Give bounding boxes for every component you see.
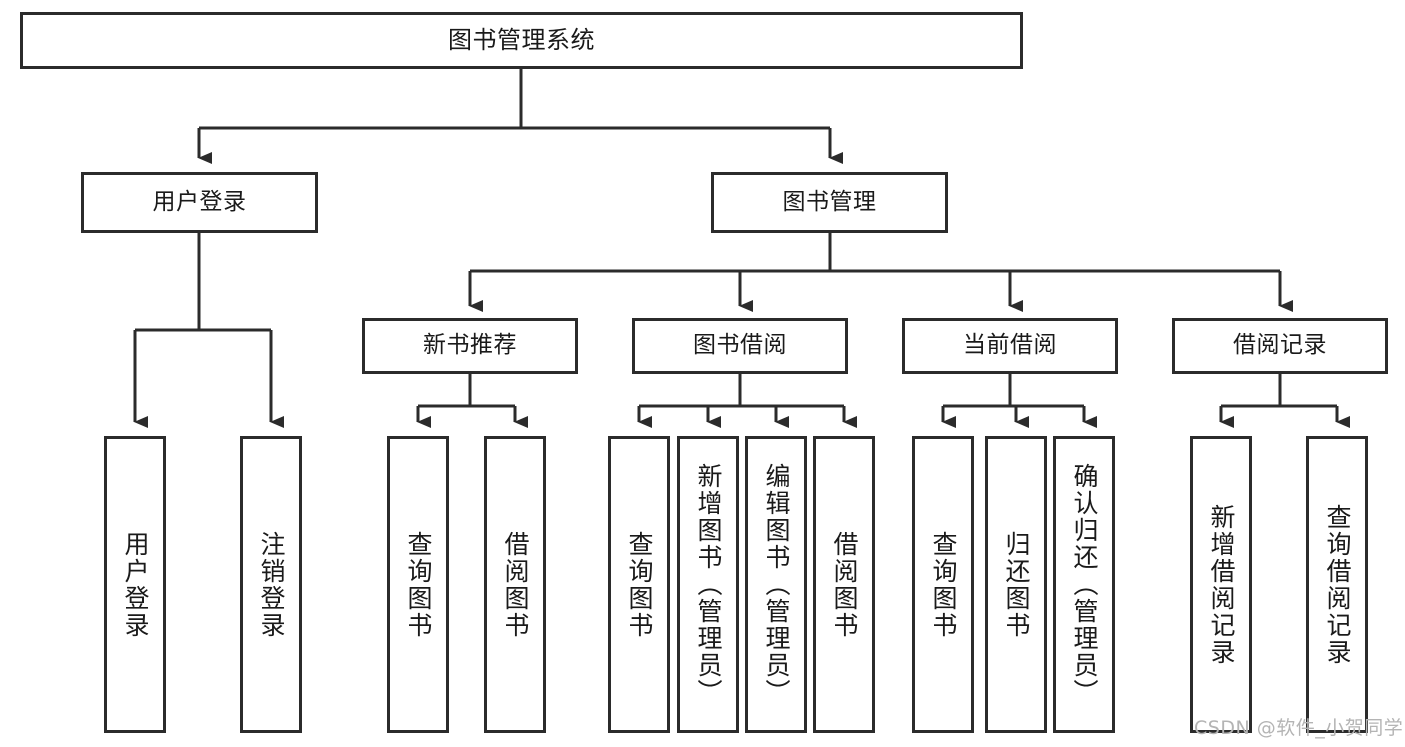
- node-book-borrow[interactable]: 图书借阅: [632, 318, 848, 374]
- node-borrow-record-label: 借阅记录: [1233, 332, 1327, 359]
- node-leaf-query-record-label: 查询借阅记录: [1323, 503, 1352, 666]
- node-book-manage-label: 图书管理: [782, 188, 877, 215]
- node-leaf-query-book-3-label: 查询图书: [929, 530, 958, 639]
- node-leaf-add-book-label: 新增图书（管理员）: [694, 463, 723, 706]
- node-leaf-return-book[interactable]: 归还图书: [985, 436, 1047, 733]
- node-leaf-edit-book-label: 编辑图书（管理员）: [762, 463, 791, 706]
- node-leaf-borrow-book-2-label: 借阅图书: [830, 530, 859, 639]
- node-new-book-rec[interactable]: 新书推荐: [362, 318, 578, 374]
- node-leaf-query-book-2[interactable]: 查询图书: [608, 436, 670, 733]
- node-leaf-query-book-2-label: 查询图书: [625, 530, 654, 639]
- node-leaf-add-record-label: 新增借阅记录: [1207, 503, 1236, 666]
- node-borrow-record[interactable]: 借阅记录: [1172, 318, 1388, 374]
- node-leaf-borrow-book-1-label: 借阅图书: [501, 530, 530, 639]
- node-book-borrow-label: 图书借阅: [693, 332, 787, 359]
- node-leaf-user-login-label: 用户登录: [121, 530, 150, 639]
- node-leaf-query-book-1-label: 查询图书: [404, 530, 433, 639]
- node-user-login[interactable]: 用户登录: [81, 172, 318, 233]
- node-leaf-add-book[interactable]: 新增图书（管理员）: [677, 436, 739, 733]
- node-leaf-add-record[interactable]: 新增借阅记录: [1190, 436, 1252, 733]
- node-leaf-query-book-1[interactable]: 查询图书: [387, 436, 449, 733]
- node-leaf-query-book-3[interactable]: 查询图书: [912, 436, 974, 733]
- node-leaf-user-login[interactable]: 用户登录: [104, 436, 166, 733]
- node-leaf-borrow-book-2[interactable]: 借阅图书: [813, 436, 875, 733]
- node-leaf-return-book-label: 归还图书: [1002, 530, 1031, 639]
- node-leaf-confirm-return[interactable]: 确认归还（管理员）: [1053, 436, 1115, 733]
- node-new-book-rec-label: 新书推荐: [423, 332, 517, 359]
- node-user-login-label: 用户登录: [152, 188, 247, 215]
- node-leaf-borrow-book-1[interactable]: 借阅图书: [484, 436, 546, 733]
- node-root-label: 图书管理系统: [448, 26, 595, 55]
- node-leaf-confirm-return-label: 确认归还（管理员）: [1070, 463, 1099, 706]
- node-current-borrow[interactable]: 当前借阅: [902, 318, 1118, 374]
- node-current-borrow-label: 当前借阅: [963, 332, 1057, 359]
- node-root[interactable]: 图书管理系统: [20, 12, 1023, 69]
- node-leaf-user-logout[interactable]: 注销登录: [240, 436, 302, 733]
- node-book-manage[interactable]: 图书管理: [711, 172, 948, 233]
- node-leaf-edit-book[interactable]: 编辑图书（管理员）: [745, 436, 807, 733]
- watermark-text: CSDN @软件_小贺同学: [1194, 717, 1404, 739]
- node-leaf-query-record[interactable]: 查询借阅记录: [1306, 436, 1368, 733]
- node-leaf-user-logout-label: 注销登录: [257, 530, 286, 639]
